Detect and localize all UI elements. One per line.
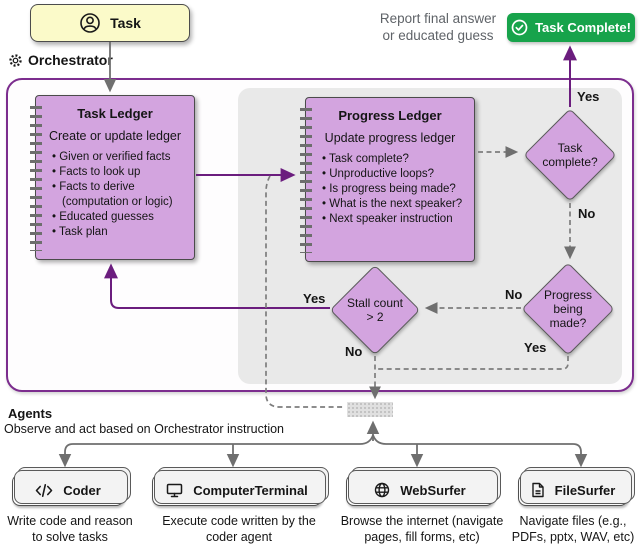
agent-terminal-label: ComputerTerminal (193, 482, 308, 498)
agents-connector-left (73, 434, 374, 445)
agents-connector-right (372, 434, 573, 445)
globe-icon (374, 482, 390, 498)
progress-ledger-subtitle: Update progress ledger (324, 131, 456, 145)
bullet-item: Given or verified facts (52, 150, 192, 165)
task-complete-label: Task Complete! (535, 20, 631, 35)
progress-ledger-title: Progress Ledger (338, 108, 442, 123)
task-ledger-subtitle: Create or update ledger (48, 129, 182, 143)
agent-websurfer: WebSurfer (346, 474, 494, 506)
report-note: Report final answer or educated guess (379, 11, 497, 43)
agent-coder: Coder (12, 474, 124, 506)
bullet-item: Facts to derive (computation or logic) (52, 180, 192, 210)
label-yes-stall: Yes (303, 291, 326, 306)
label-no-stall: No (345, 344, 363, 359)
spiral-binding (300, 106, 312, 253)
progress-ledger-node: Progress Ledger Update progress ledger T… (300, 97, 475, 262)
decision-task-complete: Task complete? (523, 108, 617, 202)
agent-websurfer-description: Browse the internet (navigate pages, fil… (340, 514, 504, 544)
agent-websurfer-label: WebSurfer (400, 482, 466, 498)
file-icon (531, 482, 545, 498)
label-yes-progress: Yes (524, 340, 547, 355)
label-no-progress: No (505, 287, 523, 302)
task-ledger-bullets: Given or verified factsFacts to look upF… (36, 150, 192, 240)
agent-filesurfer: FileSurfer (518, 474, 628, 506)
code-icon (35, 483, 53, 498)
decision-stall-count: Stall count > 2 (329, 264, 421, 356)
orchestrator-label: Orchestrator (8, 52, 113, 68)
bullet-item: What is the next speaker? (322, 197, 472, 212)
decision-progress-label: Progress being made? (543, 287, 593, 331)
user-icon (79, 12, 101, 34)
decision-task-complete-label: Task complete? (542, 140, 598, 169)
bullet-item: Facts to look up (52, 165, 192, 180)
bullet-item: Is progress being made? (322, 182, 472, 197)
spiral-binding (30, 104, 42, 251)
instruction-buffer (347, 402, 393, 417)
task-complete-button: Task Complete! (507, 13, 635, 42)
task-box: Task (30, 4, 190, 42)
gear-icon (8, 53, 23, 68)
agent-filesurfer-description: Navigate files (e.g., PDFs, pptx, WAV, e… (511, 514, 635, 544)
check-circle-icon (511, 19, 528, 36)
agent-coder-description: Write code and reason to solve tasks (7, 514, 133, 544)
arrow-to-coder (58, 443, 74, 468)
agent-terminal-description: Execute code written by the coder agent (162, 514, 316, 544)
task-ledger-title: Task Ledger (77, 106, 153, 121)
agent-coder-label: Coder (63, 482, 101, 498)
arrow-to-filesurfer (572, 443, 588, 468)
agents-title: Agents (8, 406, 53, 421)
bullet-item: Task complete? (322, 152, 472, 167)
decision-stall-label: Stall count > 2 (346, 295, 404, 324)
bullet-item: Next speaker instruction (322, 212, 472, 227)
task-box-label: Task (110, 15, 141, 31)
agent-filesurfer-label: FileSurfer (554, 482, 616, 498)
bullet-item: Educated guesses (52, 210, 192, 225)
decision-progress-being-made: Progress being made? (521, 262, 615, 356)
orchestrator-label-text: Orchestrator (28, 52, 113, 68)
task-ledger-node: Task Ledger Create or update ledger Give… (30, 95, 195, 260)
label-no-task-complete: No (578, 206, 596, 221)
progress-ledger-bullets: Task complete?Unproductive loops?Is prog… (306, 152, 472, 227)
bullet-item: Unproductive loops? (322, 167, 472, 182)
terminal-icon (166, 483, 183, 498)
label-yes-task-complete: Yes (577, 89, 600, 104)
bullet-item: Task plan (52, 225, 192, 240)
agent-computer-terminal: ComputerTerminal (152, 474, 322, 506)
agents-subtitle: Observe and act based on Orchestrator in… (4, 422, 285, 436)
